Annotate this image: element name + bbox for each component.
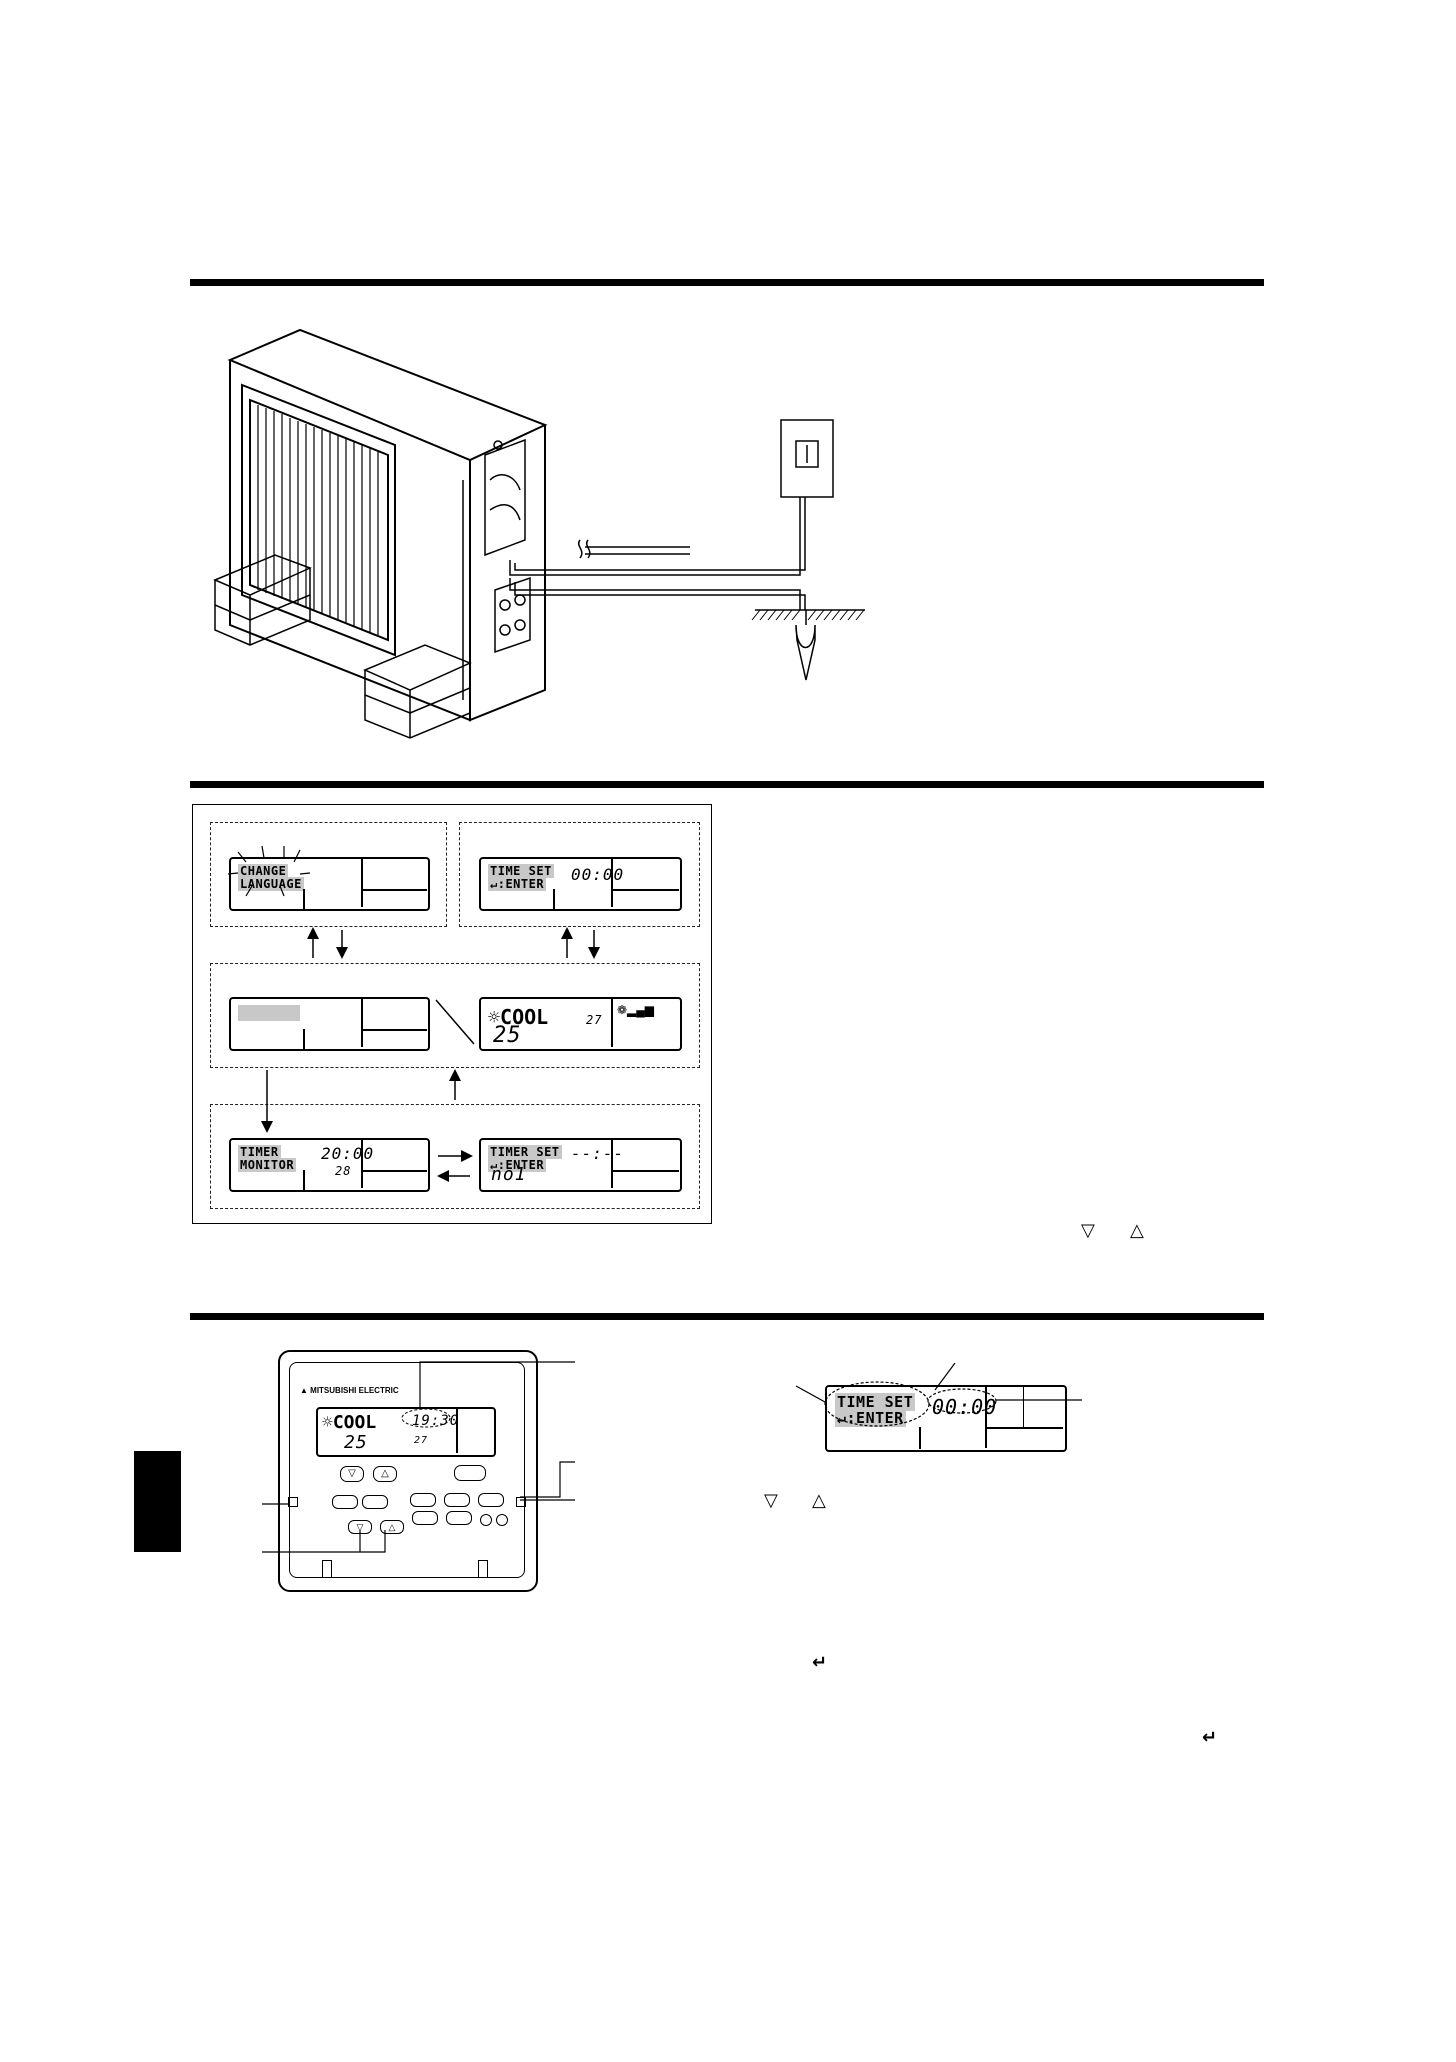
- controller-clock-ring: [401, 1408, 451, 1428]
- time-up-button[interactable]: △: [380, 1520, 404, 1534]
- timer-monitor-line1: TIMER: [238, 1145, 281, 1159]
- timer-monitor-value: 28: [335, 1164, 352, 1178]
- clock-setting-line2: ↵:ENTER: [835, 1409, 906, 1427]
- mitsubishi-logo-icon: ▲: [300, 1386, 308, 1395]
- sun-icon: ☼: [488, 1005, 501, 1029]
- flow-group-normal: [210, 963, 700, 1068]
- change-language-line1: CHANGE: [238, 864, 289, 878]
- temp-down-button[interactable]: ▽: [340, 1466, 364, 1482]
- controller-room-temp: 27: [414, 1435, 429, 1446]
- controller-leader-lines: [262, 1361, 575, 1553]
- enter-icon-2: ↵: [1202, 1727, 1218, 1748]
- enter-icon: ↵: [812, 1652, 828, 1673]
- down-triangle-icon-2: ▽: [764, 1490, 778, 1511]
- lcd-change-language: CHANGE LANGUAGE: [229, 857, 430, 911]
- controller-clip-right: [478, 1560, 488, 1578]
- louver-button[interactable]: [412, 1511, 438, 1525]
- up-triangle-icon: △: [1130, 1220, 1144, 1241]
- section-rule-bottom: [190, 1313, 1264, 1320]
- ventilation-button[interactable]: [446, 1511, 472, 1525]
- timer-set-line2: ↵:ENTER: [488, 1158, 547, 1172]
- timer-monitor-line2: MONITOR: [238, 1158, 297, 1172]
- controller-sun-icon: ☼: [322, 1412, 333, 1433]
- lcd-timer-monitor: TIMER MONITOR 20:00 28: [229, 1138, 430, 1192]
- cool-flow-mode: COOL: [500, 1005, 549, 1029]
- timer-monitor-time: 20:00: [321, 1144, 375, 1163]
- flow-arrows: [261, 927, 600, 1182]
- lcd-clock-setting: TIME SET ↵:ENTER 00:00: [825, 1385, 1067, 1452]
- time-set-flow-line1: TIME SET: [488, 864, 554, 878]
- down-triangle-icon: ▽: [1081, 1220, 1095, 1241]
- remote-controller: [278, 1350, 538, 1592]
- timer-menu-button[interactable]: [362, 1495, 388, 1509]
- flow-group-timer: [210, 1104, 700, 1209]
- flow-diagram-frame: [192, 804, 712, 1224]
- lcd-blank-highlight: [229, 997, 430, 1051]
- cool-flow-room-temp: 27: [586, 1013, 603, 1027]
- controller-clock: 19:30: [412, 1413, 460, 1429]
- temp-up-button[interactable]: △: [373, 1466, 397, 1482]
- controller-lcd: ☼COOL 19:30 25 27: [316, 1407, 496, 1457]
- controller-mode: COOL: [332, 1412, 377, 1433]
- change-language-line2: LANGUAGE: [238, 877, 304, 891]
- on-off-button[interactable]: [454, 1465, 486, 1481]
- filter-button[interactable]: [496, 1514, 508, 1526]
- timer-set-time: --:--: [571, 1144, 625, 1163]
- mode-button[interactable]: [332, 1495, 358, 1509]
- lcd-cool-flow: ☼COOL 25 27 ❁▂▄▆: [479, 997, 682, 1051]
- up-triangle-icon-2: △: [812, 1490, 826, 1511]
- brand-label: MITSUBISHI ELECTRIC: [310, 1386, 399, 1395]
- section-rule-middle: [190, 781, 1264, 788]
- controller-clip-left: [322, 1560, 332, 1578]
- time-set-flow-line2: ↵:ENTER: [488, 877, 547, 891]
- remote-controller-inner: [289, 1362, 525, 1578]
- blink-rays: [227, 845, 311, 897]
- section-tab: [134, 1451, 181, 1552]
- clock-setting-line1: TIME SET: [835, 1393, 916, 1411]
- clock-setting-callouts: [795, 1362, 1082, 1427]
- flow-group-time-set: [459, 822, 700, 927]
- fan-speed-button[interactable]: [410, 1493, 436, 1507]
- controller-side-mark-left: [288, 1497, 298, 1507]
- cool-flow-set-temp: 25: [493, 1023, 522, 1048]
- lcd-time-set-flow: TIME SET ↵:ENTER 00:00: [479, 857, 682, 911]
- timer-set-line1: TIMER SET: [488, 1145, 562, 1159]
- time-set-flow-time: 00:00: [571, 865, 625, 884]
- check-button[interactable]: [444, 1493, 470, 1507]
- section-rule-top: [190, 279, 1264, 286]
- outdoor-unit-illustration: [213, 328, 865, 739]
- flow-group-change-language: [210, 822, 447, 927]
- fan-speed-icon: ❁▂▄▆: [617, 1003, 655, 1017]
- controller-set-temp: 25: [344, 1432, 368, 1453]
- set-button[interactable]: [478, 1493, 504, 1507]
- flow-diagonal-link: [435, 999, 475, 1045]
- lcd-timer-set: TIMER SET ↵:ENTER --:-- no1: [479, 1138, 682, 1192]
- test-run-button[interactable]: [480, 1514, 492, 1526]
- timer-set-number: no1: [491, 1164, 527, 1185]
